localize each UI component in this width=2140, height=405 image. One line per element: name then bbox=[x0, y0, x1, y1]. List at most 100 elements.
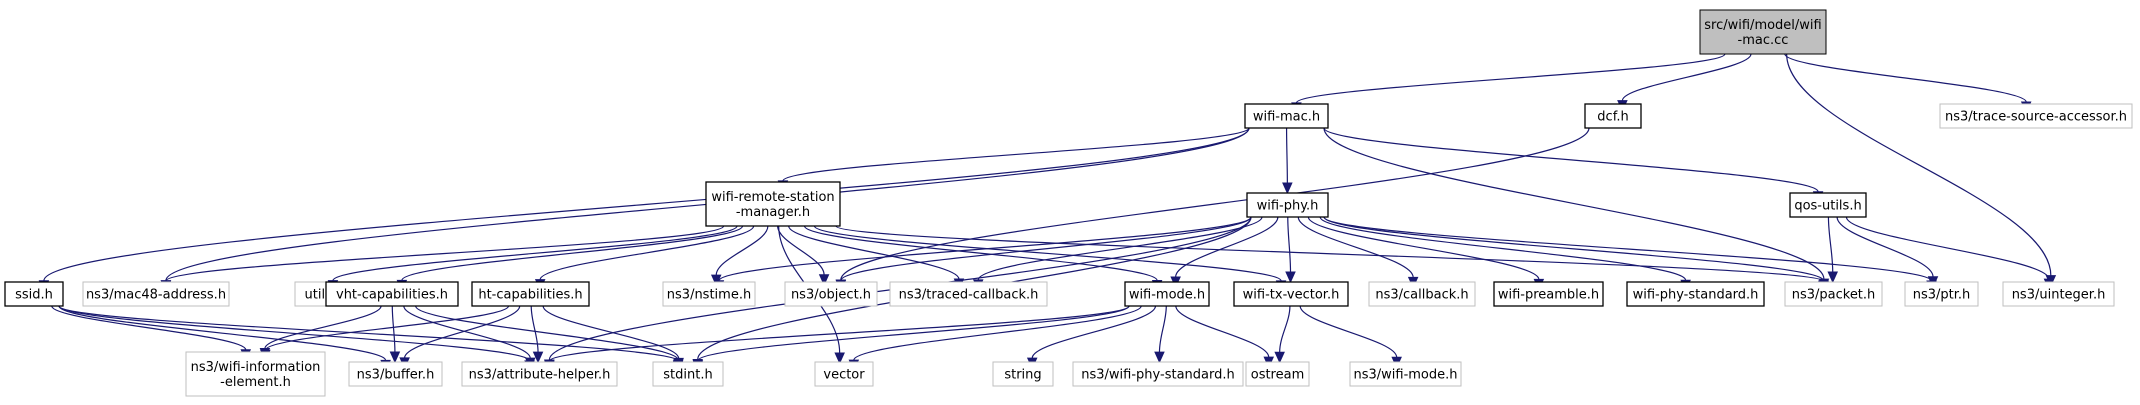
edge-line bbox=[51, 305, 247, 351]
node-string: string bbox=[992, 361, 1054, 387]
edge-line bbox=[803, 225, 1158, 282]
node-box bbox=[82, 281, 230, 307]
node-packet: ns3/packet.h bbox=[1784, 281, 1883, 307]
edge-line bbox=[977, 216, 1263, 281]
edge-arrowhead bbox=[818, 274, 830, 286]
edge-wifiphy-to-preamble bbox=[1307, 216, 1545, 291]
node-label: ssid.h bbox=[15, 288, 53, 303]
node-label: wifi-tx-vector.h bbox=[1243, 288, 1340, 303]
node-label: ns3/packet.h bbox=[1792, 288, 1876, 303]
edge-arrowhead bbox=[389, 351, 401, 364]
node-root[interactable]: src/wifi/model/wifi-mac.cc bbox=[1699, 9, 1827, 55]
edge-line bbox=[697, 305, 1130, 362]
node-dcf[interactable]: dcf.h bbox=[1584, 103, 1642, 129]
node-box bbox=[652, 361, 724, 387]
edge-arrowhead bbox=[1282, 182, 1293, 195]
edge-line bbox=[1845, 216, 2050, 280]
edge-line bbox=[1323, 127, 1819, 193]
edge-arrowhead bbox=[532, 351, 544, 364]
node-label: ns3/trace-source-accessor.h bbox=[1945, 110, 2127, 125]
node-box bbox=[1349, 361, 1462, 387]
node-ostream: ostream bbox=[1245, 361, 1310, 387]
node-label: wifi-phy.h bbox=[1257, 199, 1319, 214]
edge-line bbox=[1323, 216, 1933, 282]
edge-arrowhead bbox=[1827, 271, 1838, 284]
edge-line bbox=[718, 216, 1252, 282]
edge-line bbox=[1158, 305, 1167, 353]
node-wifiphy[interactable]: wifi-phy.h bbox=[1246, 192, 1329, 218]
node-wifimode[interactable]: wifi-mode.h bbox=[1124, 281, 1210, 307]
node-box bbox=[1699, 9, 1827, 55]
node-nstime: ns3/nstime.h bbox=[662, 281, 756, 307]
node-vht[interactable]: vht-capabilities.h bbox=[325, 281, 459, 307]
edge-line bbox=[415, 305, 679, 361]
node-box bbox=[1904, 281, 1979, 307]
edge-wifiphy-to-packet bbox=[1323, 216, 1829, 292]
node-ht[interactable]: ht-capabilities.h bbox=[471, 281, 590, 307]
node-buffer: ns3/buffer.h bbox=[348, 361, 443, 387]
node-box bbox=[662, 281, 756, 307]
node-uinteger: ns3/uinteger.h bbox=[2002, 281, 2115, 307]
node-label: ns3/ptr.h bbox=[1913, 288, 1971, 303]
edge-line bbox=[840, 216, 1252, 282]
edge-line bbox=[539, 225, 755, 280]
edge-arrowhead bbox=[1154, 351, 1165, 364]
node-box bbox=[185, 351, 326, 397]
edge-line bbox=[782, 127, 1250, 182]
edge-line bbox=[813, 225, 1282, 282]
node-label: dcf.h bbox=[1597, 110, 1628, 125]
edge-arrowhead bbox=[1285, 271, 1296, 284]
node-label: wifi-remote-station bbox=[711, 190, 834, 205]
edge-line bbox=[1836, 216, 1934, 277]
node-wrsm[interactable]: wifi-remote-station-manager.h bbox=[705, 181, 841, 227]
node-wifitx[interactable]: wifi-tx-vector.h bbox=[1233, 281, 1349, 307]
edge-line bbox=[404, 305, 521, 359]
edge-wifimac-to-qos bbox=[1323, 127, 1824, 203]
node-wifimac[interactable]: wifi-mac.h bbox=[1244, 103, 1329, 129]
edge-line bbox=[1287, 216, 1292, 273]
node-label: -element.h bbox=[220, 375, 291, 390]
edge-ht-to-attr bbox=[530, 305, 544, 364]
edge-line bbox=[1175, 216, 1279, 278]
node-box bbox=[1493, 281, 1604, 307]
edge-line bbox=[165, 225, 725, 282]
edge-line bbox=[1175, 305, 1270, 358]
node-label: ht-capabilities.h bbox=[478, 288, 582, 303]
node-label: ns3/object.h bbox=[791, 288, 871, 303]
edge-wifimac-to-wifiphy bbox=[1282, 127, 1293, 195]
edge-line bbox=[391, 305, 396, 353]
node-ssid[interactable]: ssid.h bbox=[4, 281, 64, 307]
node-qos[interactable]: qos-utils.h bbox=[1789, 192, 1867, 218]
node-object: ns3/object.h bbox=[784, 281, 878, 307]
node-preamble[interactable]: wifi-preamble.h bbox=[1493, 281, 1604, 307]
node-box bbox=[1245, 361, 1310, 387]
node-label: ns3/uinteger.h bbox=[2012, 288, 2106, 303]
edge-line bbox=[401, 225, 744, 281]
node-label: ns3/mac48-address.h bbox=[86, 288, 226, 303]
edge-wifimac-to-mac48 bbox=[160, 127, 1250, 292]
node-label: ns3/nstime.h bbox=[667, 288, 751, 303]
node-box bbox=[1233, 281, 1349, 307]
node-box bbox=[784, 281, 878, 307]
node-box bbox=[1939, 103, 2133, 129]
node-box bbox=[992, 361, 1054, 387]
edge-wifimode-to-nsphystd bbox=[1154, 305, 1167, 364]
edge-line bbox=[1784, 53, 2027, 103]
edge-wifimac-to-ssid bbox=[38, 127, 1250, 292]
node-box bbox=[1246, 192, 1329, 218]
node-box bbox=[4, 281, 64, 307]
edge-line bbox=[1319, 216, 1687, 281]
node-attr: ns3/attribute-helper.h bbox=[461, 361, 618, 387]
node-label: wifi-mode.h bbox=[1129, 288, 1205, 303]
edge-line bbox=[542, 305, 680, 359]
edge-line bbox=[43, 127, 1250, 281]
node-label: src/wifi/model/wifi bbox=[1704, 18, 1821, 33]
node-label: ostream bbox=[1251, 368, 1305, 383]
node-box bbox=[2002, 281, 2115, 307]
node-phystd[interactable]: wifi-phy-standard.h bbox=[1626, 281, 1765, 307]
edge-arrowhead bbox=[1274, 351, 1285, 364]
node-box bbox=[1626, 281, 1765, 307]
edge-line bbox=[1297, 216, 1414, 278]
node-box bbox=[348, 361, 443, 387]
